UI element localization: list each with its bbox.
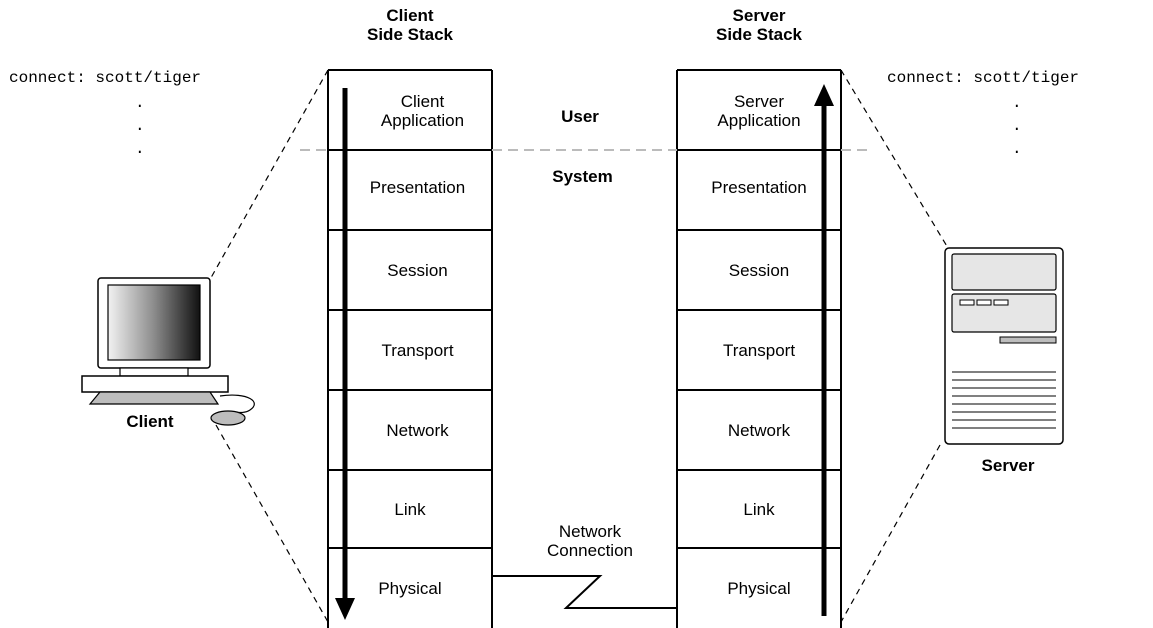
projection-lines — [207, 69, 949, 623]
network-connection-label: Network Connection — [527, 522, 653, 560]
server-layer-network: Network — [727, 420, 791, 440]
client-layer-presentation: Presentation — [369, 177, 466, 197]
server-ellipsis-dot-1: . — [1012, 94, 1022, 112]
server-connect-command: connect: scott/tiger — [887, 69, 1080, 87]
client-layer-session: Session — [387, 260, 448, 280]
network-connection-line — [492, 575, 677, 609]
client-stack-heading: Client Side Stack — [335, 6, 485, 44]
server-label: Server — [981, 456, 1035, 475]
system-zone-label: System — [552, 167, 613, 186]
client-ellipsis-dot-2: . — [135, 117, 145, 135]
server-stack-heading: Server Side Stack — [684, 6, 834, 44]
network-connection-label-line2: Connection — [546, 541, 633, 560]
client-stack-heading-line2: Side Stack — [367, 25, 453, 44]
server-layer-application-line1: Server — [733, 92, 785, 111]
client-ellipsis-dot-1: . — [135, 94, 145, 112]
client-stack-heading-line1: Client — [386, 6, 434, 25]
client-layer-network: Network — [386, 420, 449, 440]
server-layer-link: Link — [743, 499, 775, 519]
client-stack-box — [327, 69, 493, 628]
server-stack-box — [676, 69, 842, 628]
client-layer-application-line2: Application — [380, 111, 465, 130]
client-layer-link: Link — [394, 499, 426, 519]
server-layer-physical: Physical — [727, 578, 791, 598]
client-computer-icon — [81, 277, 255, 426]
user-zone-label: User — [561, 107, 599, 126]
client-ellipsis-dot-3: . — [135, 140, 145, 158]
client-layer-application-line1: Client — [400, 92, 445, 111]
network-connection-label-line1: Network — [558, 522, 622, 541]
server-upward-arrow — [814, 84, 834, 616]
server-stack-heading-line2: Side Stack — [716, 25, 802, 44]
server-layer-presentation: Presentation — [711, 177, 807, 197]
server-stack-heading-line1: Server — [732, 6, 786, 25]
server-ellipsis-dot-2: . — [1012, 117, 1022, 135]
server-layer-session: Session — [728, 260, 790, 280]
client-layer-physical: Physical — [378, 578, 442, 598]
client-connect-command: connect: scott/tiger — [9, 69, 202, 87]
server-ellipsis-dot-3: . — [1012, 140, 1022, 158]
server-tower-icon — [944, 247, 1064, 445]
client-layer-transport: Transport — [381, 340, 454, 360]
client-label: Client — [126, 412, 174, 431]
server-layer-application-line2: Application — [717, 111, 801, 130]
server-layer-transport: Transport — [722, 340, 796, 360]
client-downward-arrow — [335, 88, 355, 620]
